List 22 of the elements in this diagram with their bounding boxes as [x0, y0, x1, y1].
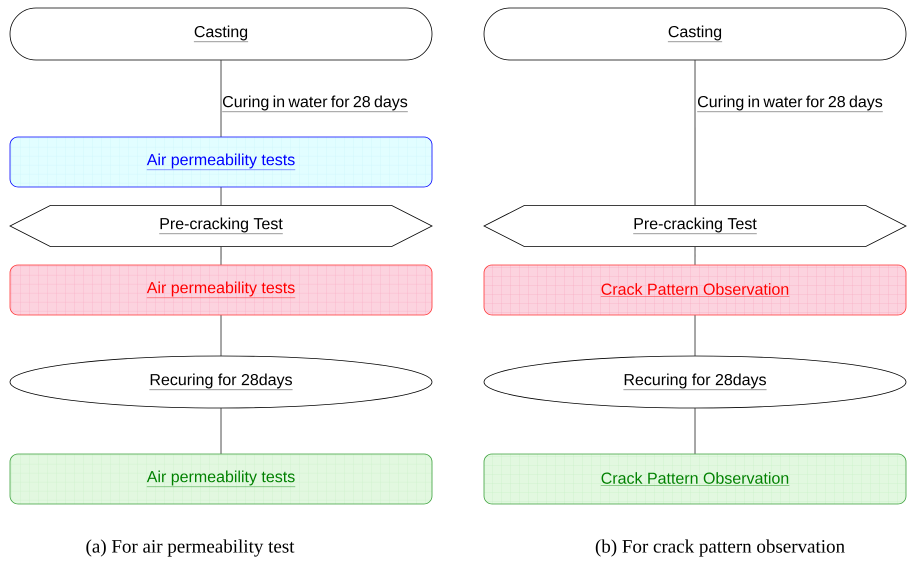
process-box: Crack Pattern Observation [484, 264, 906, 316]
connector-line [220, 315, 222, 356]
preparation-hexagon: Pre-cracking Test [483, 205, 907, 247]
figure-caption: (a) For air permeability test [86, 539, 294, 557]
process-box: Air permeability tests [10, 136, 432, 188]
connector-line [694, 60, 696, 206]
process-box: Crack Pattern Observation [484, 454, 906, 504]
connector-line [220, 60, 222, 137]
edge-note: Curing in water for 28 days [696, 96, 884, 112]
terminal-box: Casting [10, 8, 432, 60]
connector-line [694, 315, 696, 356]
connector-line [694, 246, 696, 265]
preparation-hexagon: Pre-cracking Test [9, 205, 433, 247]
connector-line [220, 187, 222, 206]
connector-line [220, 246, 222, 265]
figure-caption: (b) For crack pattern observation [596, 539, 845, 557]
terminal-box: Casting [484, 8, 906, 60]
process-box: Air permeability tests [10, 264, 432, 316]
edge-note: Curing in water for 28 days [222, 96, 408, 112]
connector-line [694, 408, 696, 454]
process-box: Air permeability tests [10, 454, 432, 504]
connector-line [220, 408, 222, 454]
